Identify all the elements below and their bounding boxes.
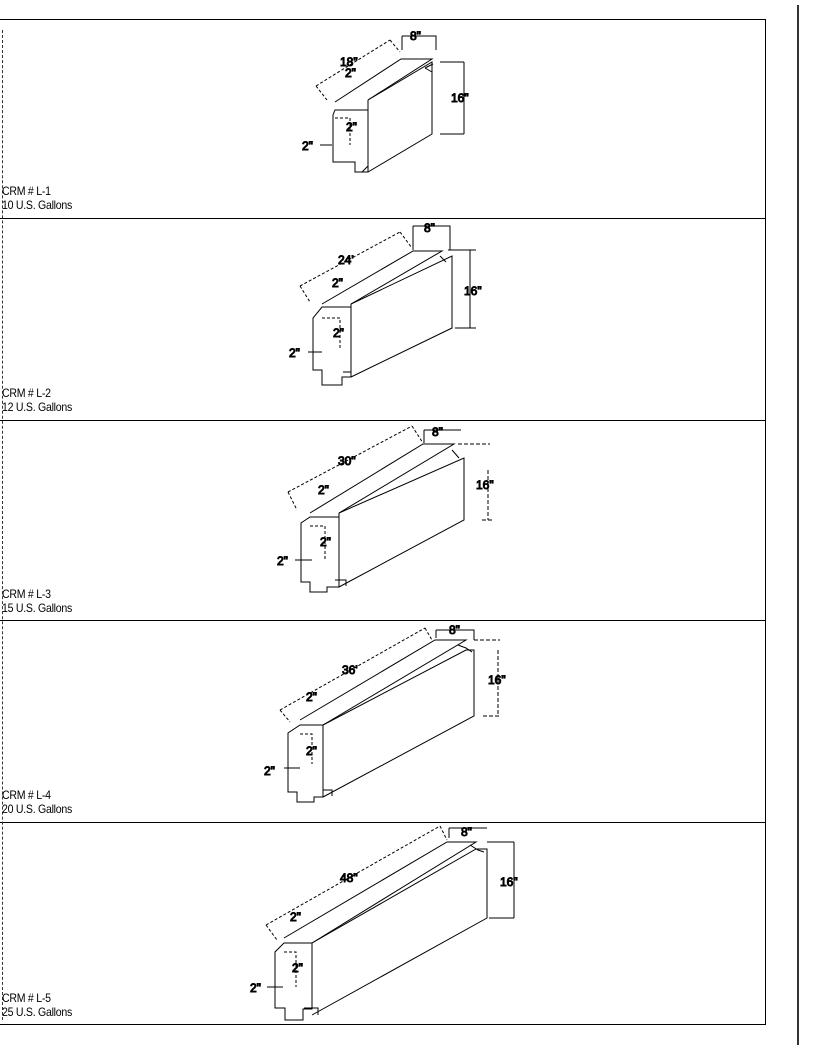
- capacity: 12 U.S. Gallons: [2, 400, 73, 414]
- section-divider-bottom: [0, 1024, 766, 1025]
- tank-label-l3: CRM # L-3 15 U.S. Gallons: [2, 587, 72, 615]
- tank-label-l2: CRM # L-2 12 U.S. Gallons: [2, 386, 72, 414]
- dim-notch-side: 2": [289, 346, 300, 360]
- model-number: CRM # L-4: [2, 788, 51, 802]
- dim-width: 8": [410, 29, 421, 43]
- tank-label-l4: CRM # L-4 20 U.S. Gallons: [2, 788, 72, 816]
- section-divider-2: [0, 420, 766, 421]
- tank-drawing-l2: 24' 8" 16" 2" 2" 2": [289, 221, 482, 386]
- section-divider-4: [0, 822, 766, 823]
- dim-width: 8": [424, 221, 435, 235]
- dim-width: 8": [432, 425, 443, 439]
- model-number: CRM # L-3: [2, 587, 51, 601]
- dim-length: 18": [340, 55, 358, 69]
- dim-notch-depth: 2": [320, 535, 331, 549]
- tank-drawing-l4: 36' 8" 16" 2" 2" 2": [264, 623, 506, 803]
- tank-drawing-l5: 48" 8" 16" 2" 2" 2": [250, 825, 518, 1021]
- dim-length: 24': [338, 253, 354, 267]
- dim-height: 16": [476, 478, 494, 492]
- dim-notch-side: 2": [264, 764, 275, 778]
- dim-notch-top: 2": [332, 276, 343, 290]
- dim-height: 16": [451, 91, 469, 105]
- dim-notch-depth: 2": [292, 961, 303, 975]
- section-divider-1: [0, 218, 766, 219]
- dim-notch-side: 2": [277, 554, 288, 568]
- dim-length: 36': [342, 663, 358, 677]
- dim-height: 16": [464, 284, 482, 298]
- dim-width: 8": [449, 623, 460, 637]
- frame-right-border: [765, 19, 766, 1025]
- capacity: 15 U.S. Gallons: [2, 601, 73, 615]
- dim-length: 30": [338, 454, 356, 468]
- capacity: 25 U.S. Gallons: [2, 1005, 73, 1019]
- dim-notch-top: 2": [345, 66, 356, 80]
- model-number: CRM # L-5: [2, 991, 51, 1005]
- tank-drawing-l1: 18" 8" 16" 2" 2" 2": [302, 29, 469, 173]
- dim-notch-depth: 2": [346, 120, 357, 134]
- dim-width: 8": [461, 825, 472, 839]
- dim-length: 48": [340, 871, 358, 885]
- model-number: CRM # L-1: [2, 184, 51, 198]
- section-divider-top: [0, 19, 766, 20]
- dim-notch-side: 2": [250, 981, 261, 995]
- tank-label-l5: CRM # L-5 25 U.S. Gallons: [2, 991, 72, 1019]
- dim-notch-depth: 2": [306, 744, 317, 758]
- dim-notch-top: 2": [290, 910, 301, 924]
- dim-notch-side: 2": [302, 139, 313, 153]
- tank-label-l1: CRM # L-1 10 U.S. Gallons: [2, 184, 72, 212]
- dim-notch-depth: 2": [333, 326, 344, 340]
- section-divider-3: [0, 620, 766, 621]
- dim-notch-top: 2": [306, 690, 317, 704]
- model-number: CRM # L-2: [2, 386, 51, 400]
- dim-height: 16": [488, 673, 506, 687]
- tank-drawing-l3: 30" 8" 16" 2" 2" 2": [277, 425, 494, 593]
- capacity: 20 U.S. Gallons: [2, 802, 73, 816]
- dim-height: 16": [500, 875, 518, 889]
- frame-left-border: [2, 30, 3, 1020]
- dim-notch-top: 2": [318, 483, 329, 497]
- capacity: 10 U.S. Gallons: [2, 198, 73, 212]
- page-edge-line: [797, 5, 799, 1045]
